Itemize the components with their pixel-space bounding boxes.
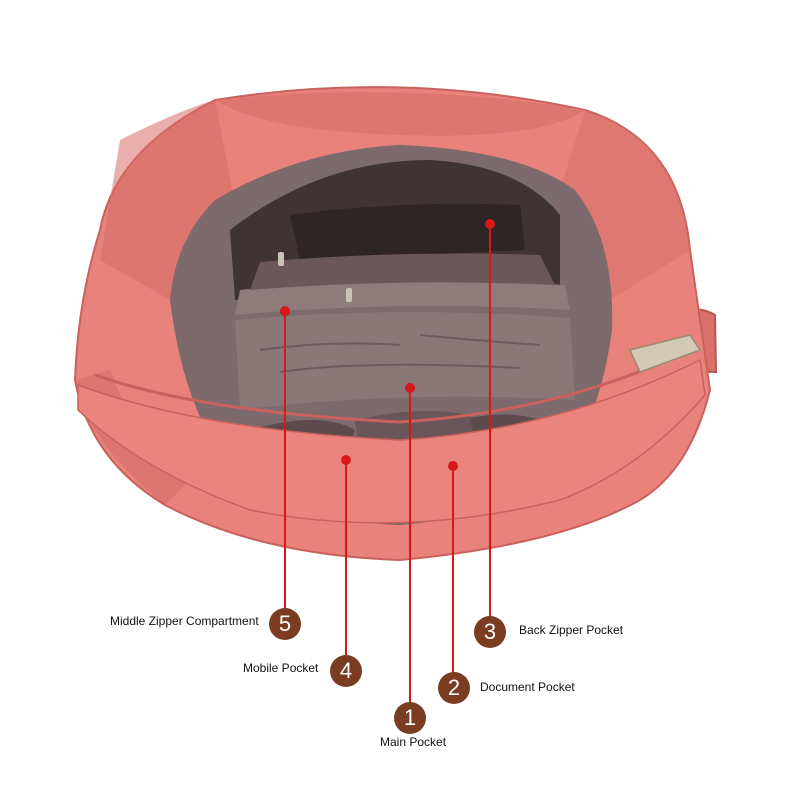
callout-badge-3: 3	[474, 616, 506, 648]
callout-label-5: Middle Zipper Compartment	[110, 614, 259, 628]
callout-badge-4: 4	[330, 655, 362, 687]
callout-label-3: Back Zipper Pocket	[519, 623, 624, 637]
callout-dots	[280, 219, 495, 471]
callout-label-4: Mobile Pocket	[243, 661, 319, 675]
callout-badge-1: 1	[394, 702, 426, 734]
callout-label-1: Main Pocket	[380, 735, 447, 749]
callout-label-2: Document Pocket	[480, 680, 575, 694]
callout-badge-5: 5	[269, 608, 301, 640]
callout-lines	[284, 224, 491, 703]
callout-badge-2: 2	[438, 672, 470, 704]
